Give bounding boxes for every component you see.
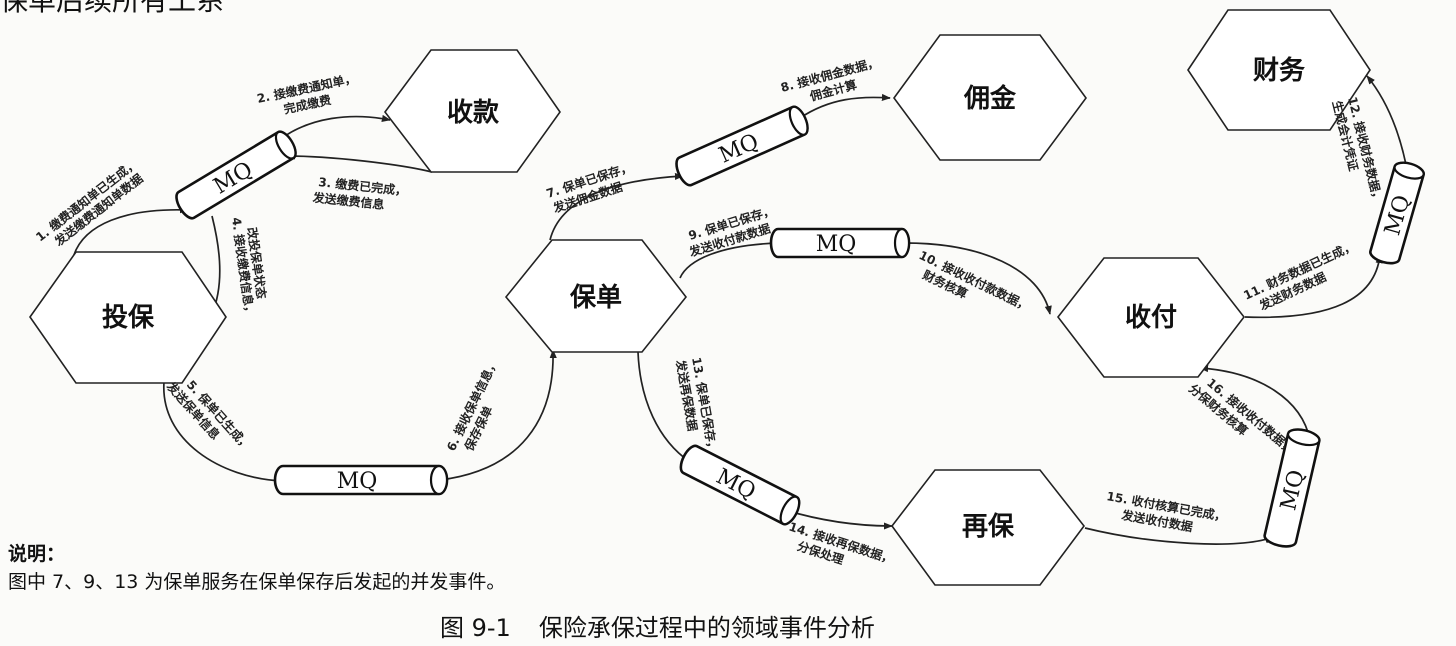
svg-text:MQ: MQ [816,232,857,257]
edge-6 [439,349,557,481]
svg-text:8. 接收佣金数据，佣金计算: 8. 接收佣金数据，佣金计算 [779,54,885,110]
edge-11 [1244,254,1383,319]
node-shoukuan: 收款 [383,49,561,173]
svg-text:2. 接缴费通知单，完成缴费: 2. 接缴费通知单，完成缴费 [256,70,361,121]
svg-text:3. 缴费已完成，发送缴费信息: 3. 缴费已完成，发送缴费信息 [311,174,408,215]
svg-text:保单: 保单 [569,283,622,313]
mq-5: MQ [679,444,801,526]
edge-8 [799,93,891,119]
svg-text:4. 接收缴费信息，改投保单状态: 4. 接收缴费信息，改投保单状态 [229,214,272,318]
edges-layer [71,75,1409,545]
edge-label-7: 7. 保单已保存，发送佣金数据 [544,159,638,216]
svg-text:11. 财务数据已生成，发送财务数据: 11. 财务数据已生成，发送财务数据 [1241,238,1364,317]
svg-text:财务: 财务 [1253,56,1305,86]
figure-number: 图 9-1 [440,614,511,642]
svg-text:10. 接收收付款数据，财务核算: 10. 接收收付款数据，财务核算 [910,247,1033,328]
node-baodan: 保单 [504,239,688,353]
svg-text:佣金: 佣金 [963,83,1017,114]
note-title: 说明： [8,543,66,565]
node-shoufu: 收付 [1056,257,1246,378]
edge-label-16: 16. 接收收付数据，分保财务核算 [1186,368,1297,469]
svg-text:9. 保单已保存，发送收付款数据: 9. 保单已保存，发送收付款数据 [682,202,781,259]
svg-text:收付: 收付 [1125,303,1177,333]
edge-label-5: 5. 保单已生成，发送保单信息 [163,367,254,464]
figure-caption: 图 9-1 保险承保过程中的领域事件分析 [440,608,875,643]
svg-text:7. 保单已保存，发送佣金数据: 7. 保单已保存，发送佣金数据 [544,159,638,216]
edge-label-1: 1. 缴费通知单已生成，发送缴费通知单数据 [33,156,150,257]
edge-9 [679,239,779,279]
svg-text:12. 接收财务数据，生成会计凭证: 12. 接收财务数据，生成会计凭证 [1330,95,1387,209]
top-partial-text: 保单后续所有工系 [0,0,225,17]
edge-label-12: 12. 接收财务数据，生成会计凭证 [1330,95,1387,209]
svg-text:15. 收付核算已完成，发送收付数据: 15. 收付核算已完成，发送收付数据 [1103,488,1228,540]
edge-15 [1084,527,1274,545]
edge-label-2: 2. 接缴费通知单，完成缴费 [256,70,361,121]
edge-7 [549,172,684,241]
edge-2 [281,114,391,139]
mq-2: MQ [273,464,449,496]
figure-title: 保险承保过程中的领域事件分析 [538,614,875,642]
svg-text:1. 缴费通知单已生成，发送缴费通知单数据: 1. 缴费通知单已生成，发送缴费通知单数据 [33,156,150,257]
edge-label-10: 10. 接收收付款数据，财务核算 [910,247,1033,328]
node-toubao: 投保 [29,251,227,384]
svg-text:16. 接收收付数据，分保财务核算: 16. 接收收付数据，分保财务核算 [1186,368,1297,469]
edge-1 [71,206,189,263]
mq-3: MQ [675,105,809,187]
edge-label-6: 6. 接收保单信息，保存保单 [443,356,515,460]
svg-text:收款: 收款 [447,98,500,128]
edge-label-11: 11. 财务数据已生成，发送财务数据 [1241,238,1364,317]
note-text: 图中 7、9、13 为保单服务在保单保存后发起的并发事件。 [8,571,506,593]
edge-10 [904,242,1052,315]
svg-text:13. 保单已保存，发送再保数据: 13. 保单已保存，发送再保数据 [673,355,721,457]
svg-text:投保: 投保 [102,303,155,333]
node-zaibao: 再保 [891,469,1086,586]
svg-text:MQ: MQ [337,469,378,494]
mq-4: MQ [769,227,911,259]
mq-1: MQ [175,130,297,220]
svg-text:5. 保单已生成，发送保单信息: 5. 保单已生成，发送保单信息 [163,367,254,464]
edge-label-15: 15. 收付核算已完成，发送收付数据 [1103,488,1228,540]
edge-label-9: 9. 保单已保存，发送收付款数据 [682,202,781,259]
edge-3 [286,152,433,173]
mq-7: MQ [1263,428,1321,548]
svg-text:再保: 再保 [962,512,1015,542]
edge-12 [1366,75,1409,176]
edge-label-8: 8. 接收佣金数据，佣金计算 [779,54,885,110]
svg-text:6. 接收保单信息，保存保单: 6. 接收保单信息，保存保单 [443,356,515,460]
edge-5 [163,381,283,485]
edge-label-13: 13. 保单已保存，发送再保数据 [673,355,721,457]
node-caiwu: 财务 [1187,9,1371,131]
edge-label-14: 14. 接收再保数据，分保处理 [782,519,896,582]
edge-label-4: 4. 接收缴费信息，改投保单状态 [229,214,272,318]
edge-16 [1199,364,1311,441]
edge-13 [637,351,691,463]
svg-text:14. 接收再保数据，分保处理: 14. 接收再保数据，分保处理 [782,519,896,582]
edge-label-3: 3. 缴费已完成，发送缴费信息 [311,174,408,215]
node-yongjin: 佣金 [893,34,1087,161]
